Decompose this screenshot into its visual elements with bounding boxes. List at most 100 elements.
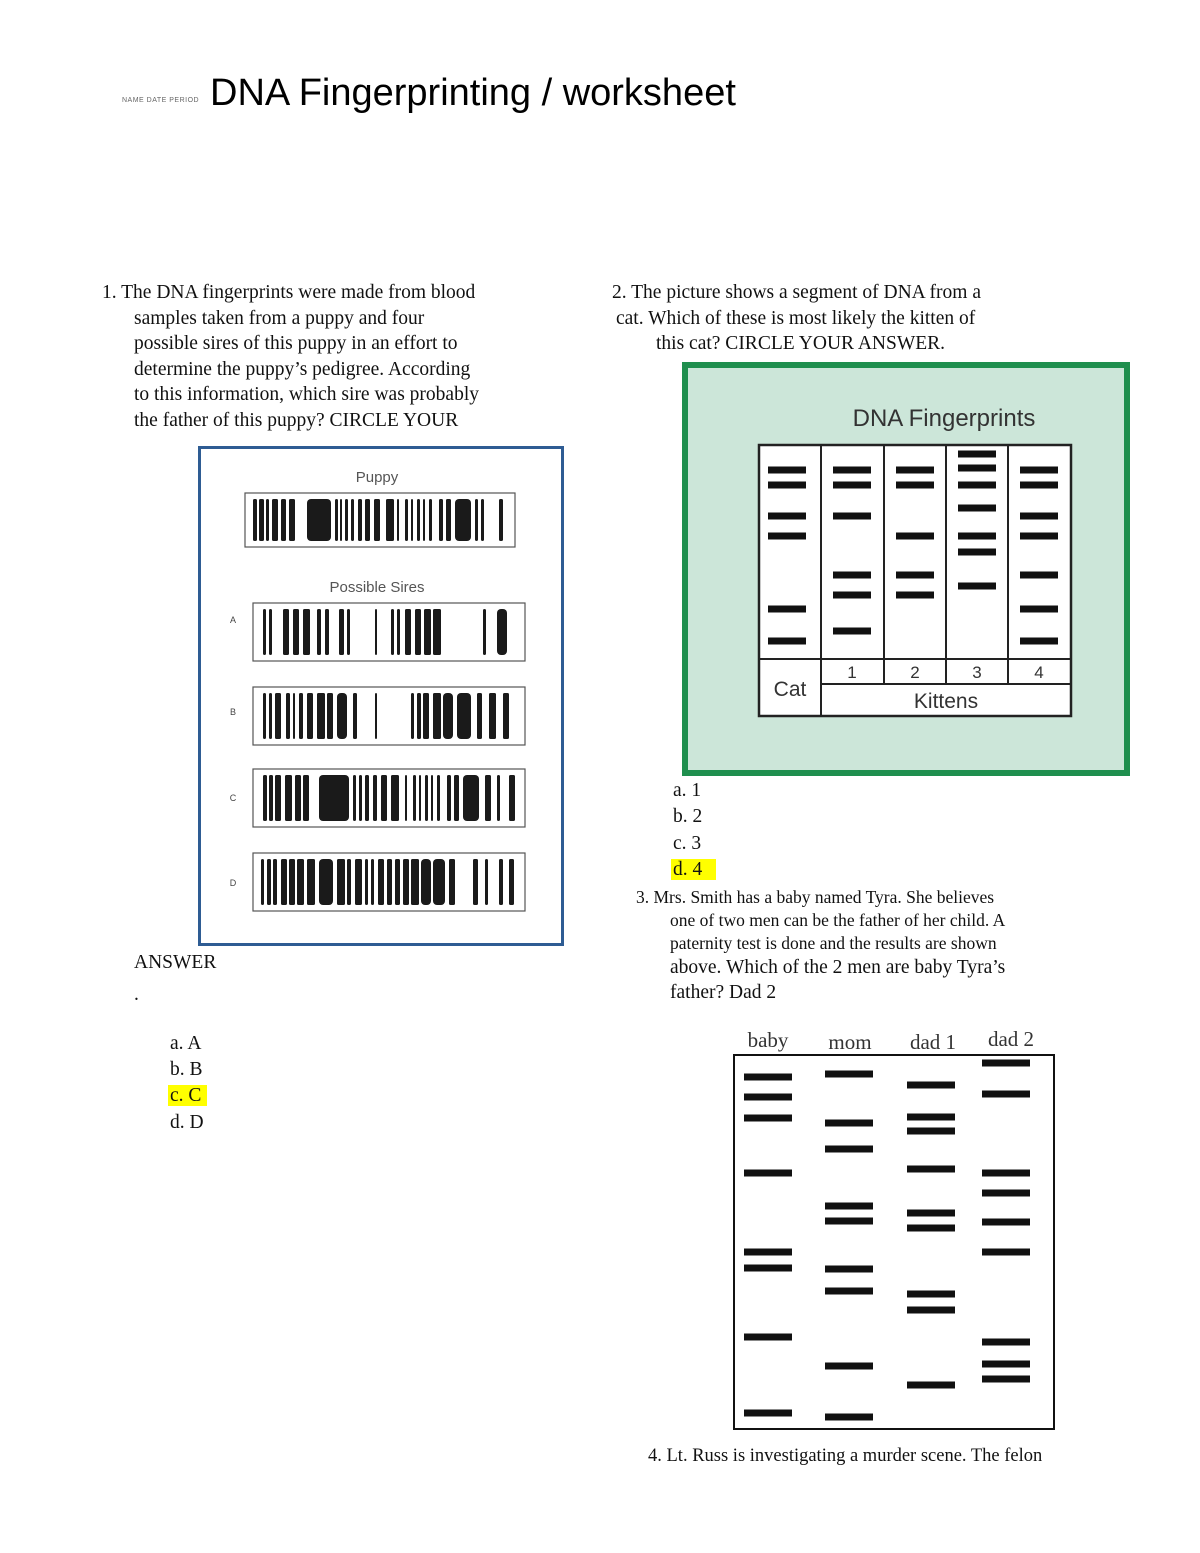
- fingerprint-band: [365, 775, 369, 821]
- fingerprint-band: [381, 775, 387, 821]
- q3-line: one of two men can be the father of her …: [670, 910, 1006, 930]
- fingerprint-band: [289, 859, 295, 905]
- gel-band: [907, 1306, 955, 1314]
- fingerprint-band: [275, 693, 281, 739]
- fingerprint-band: [307, 499, 331, 541]
- fingerprint-band: [253, 499, 257, 541]
- q2-line: 2. The picture shows a segment of DNA fr…: [612, 282, 981, 303]
- gel-band: [907, 1381, 955, 1389]
- gel-band: [825, 1413, 873, 1421]
- fingerprint-band: [454, 775, 459, 821]
- gel-outline: [733, 1054, 1055, 1430]
- q2-selected-highlight: d. 4: [671, 859, 717, 880]
- gel-band: [833, 466, 871, 474]
- name-date-period-label: NAME DATE PERIOD: [122, 97, 200, 104]
- q3-line: 3. Mrs. Smith has a baby named Tyra. She…: [636, 887, 995, 907]
- gel-band: [896, 591, 934, 599]
- fingerprint-band: [439, 499, 443, 541]
- puppy-fingerprint-strip: [244, 492, 516, 548]
- fingerprint-band: [259, 499, 264, 541]
- q1-dot: .: [134, 984, 139, 1005]
- question-2-text: 2. The picture shows a segment of DNA fr…: [612, 280, 981, 357]
- q2-option-a[interactable]: a. 1: [673, 780, 702, 801]
- fingerprint-band: [411, 859, 419, 905]
- gel-band: [744, 1248, 792, 1256]
- fingerprint-band: [293, 693, 295, 739]
- gel-band: [825, 1362, 873, 1370]
- q1-line: 1. The DNA fingerprints were made from b…: [102, 282, 476, 303]
- fingerprint-band: [485, 859, 488, 905]
- fingerprint-band: [489, 693, 496, 739]
- fingerprint-band: [303, 609, 310, 655]
- q2-option-b[interactable]: b. 2: [673, 806, 703, 827]
- fingerprint-band: [457, 693, 471, 739]
- sire-row-label: D: [230, 878, 237, 888]
- gel-band: [768, 605, 806, 613]
- fingerprint-band: [503, 693, 509, 739]
- fingerprint-band: [347, 859, 351, 905]
- q2-option-c[interactable]: c. 3: [673, 833, 702, 854]
- q2-line: cat. Which of these is most likely the k…: [616, 307, 976, 329]
- gel-band: [982, 1169, 1030, 1177]
- gel-band: [744, 1409, 792, 1417]
- gel-band: [982, 1189, 1030, 1197]
- q1-option-c-selected[interactable]: c. C: [168, 1083, 208, 1110]
- puppy-dna-svg: Puppy Possible Sires A B C D: [230, 469, 526, 912]
- fingerprint-band: [272, 499, 278, 541]
- gel-band: [982, 1218, 1030, 1226]
- q2-option-d-selected[interactable]: d. 4: [671, 857, 717, 884]
- fingerprint-band: [353, 693, 357, 739]
- fingerprint-band: [443, 693, 453, 739]
- q2-line: this cat? CIRCLE YOUR ANSWER.: [656, 333, 946, 354]
- fingerprint-band: [319, 775, 349, 821]
- gel-band: [1020, 637, 1058, 645]
- gel-band: [768, 481, 806, 489]
- fingerprint-band: [358, 499, 362, 541]
- gel-band: [825, 1119, 873, 1127]
- fingerprint-band: [340, 499, 342, 541]
- q1-option-d[interactable]: d. D: [170, 1112, 204, 1133]
- fingerprint-band: [325, 609, 329, 655]
- fingerprint-band: [481, 499, 484, 541]
- fingerprint-band: [413, 775, 416, 821]
- q1-option-a[interactable]: a. A: [170, 1033, 202, 1054]
- fingerprint-band: [351, 499, 354, 541]
- fingerprint-band: [423, 499, 425, 541]
- gel-band: [958, 548, 996, 556]
- gel-band: [768, 512, 806, 520]
- fingerprint-band: [337, 859, 345, 905]
- fingerprint-band: [446, 499, 451, 541]
- fingerprint-band: [307, 859, 315, 905]
- fingerprint-band: [347, 609, 350, 655]
- gel-band: [768, 466, 806, 474]
- fingerprint-band: [403, 859, 409, 905]
- fingerprint-band: [286, 693, 290, 739]
- fingerprint-band: [483, 609, 486, 655]
- fingerprint-band: [433, 693, 441, 739]
- fingerprint-band: [499, 859, 503, 905]
- fingerprint-band: [289, 499, 295, 541]
- fingerprint-band: [378, 859, 384, 905]
- q3-answer-line: father? Dad 2: [670, 982, 777, 1003]
- fingerprint-band: [497, 775, 500, 821]
- q1-option-b[interactable]: b. B: [170, 1059, 203, 1080]
- gel-band: [907, 1081, 955, 1089]
- fingerprint-band: [269, 609, 272, 655]
- sire-row-label: C: [230, 793, 237, 803]
- gel-band: [982, 1338, 1030, 1346]
- fingerprint-band: [327, 693, 333, 739]
- fingerprint-band: [266, 499, 269, 541]
- gel-band: [896, 466, 934, 474]
- gel-frame: [757, 443, 1073, 718]
- kitten-number: 1: [847, 663, 856, 682]
- gel-lane-label: baby: [748, 1028, 789, 1052]
- gel-band: [896, 481, 934, 489]
- gel-band: [907, 1127, 955, 1135]
- gel-band: [744, 1073, 792, 1081]
- gel-band: [833, 571, 871, 579]
- fingerprint-band: [375, 609, 377, 655]
- gel-lane-label: mom: [828, 1030, 871, 1054]
- gel-band: [958, 464, 996, 472]
- fingerprint-band: [299, 693, 303, 739]
- fingerprint-band: [285, 775, 292, 821]
